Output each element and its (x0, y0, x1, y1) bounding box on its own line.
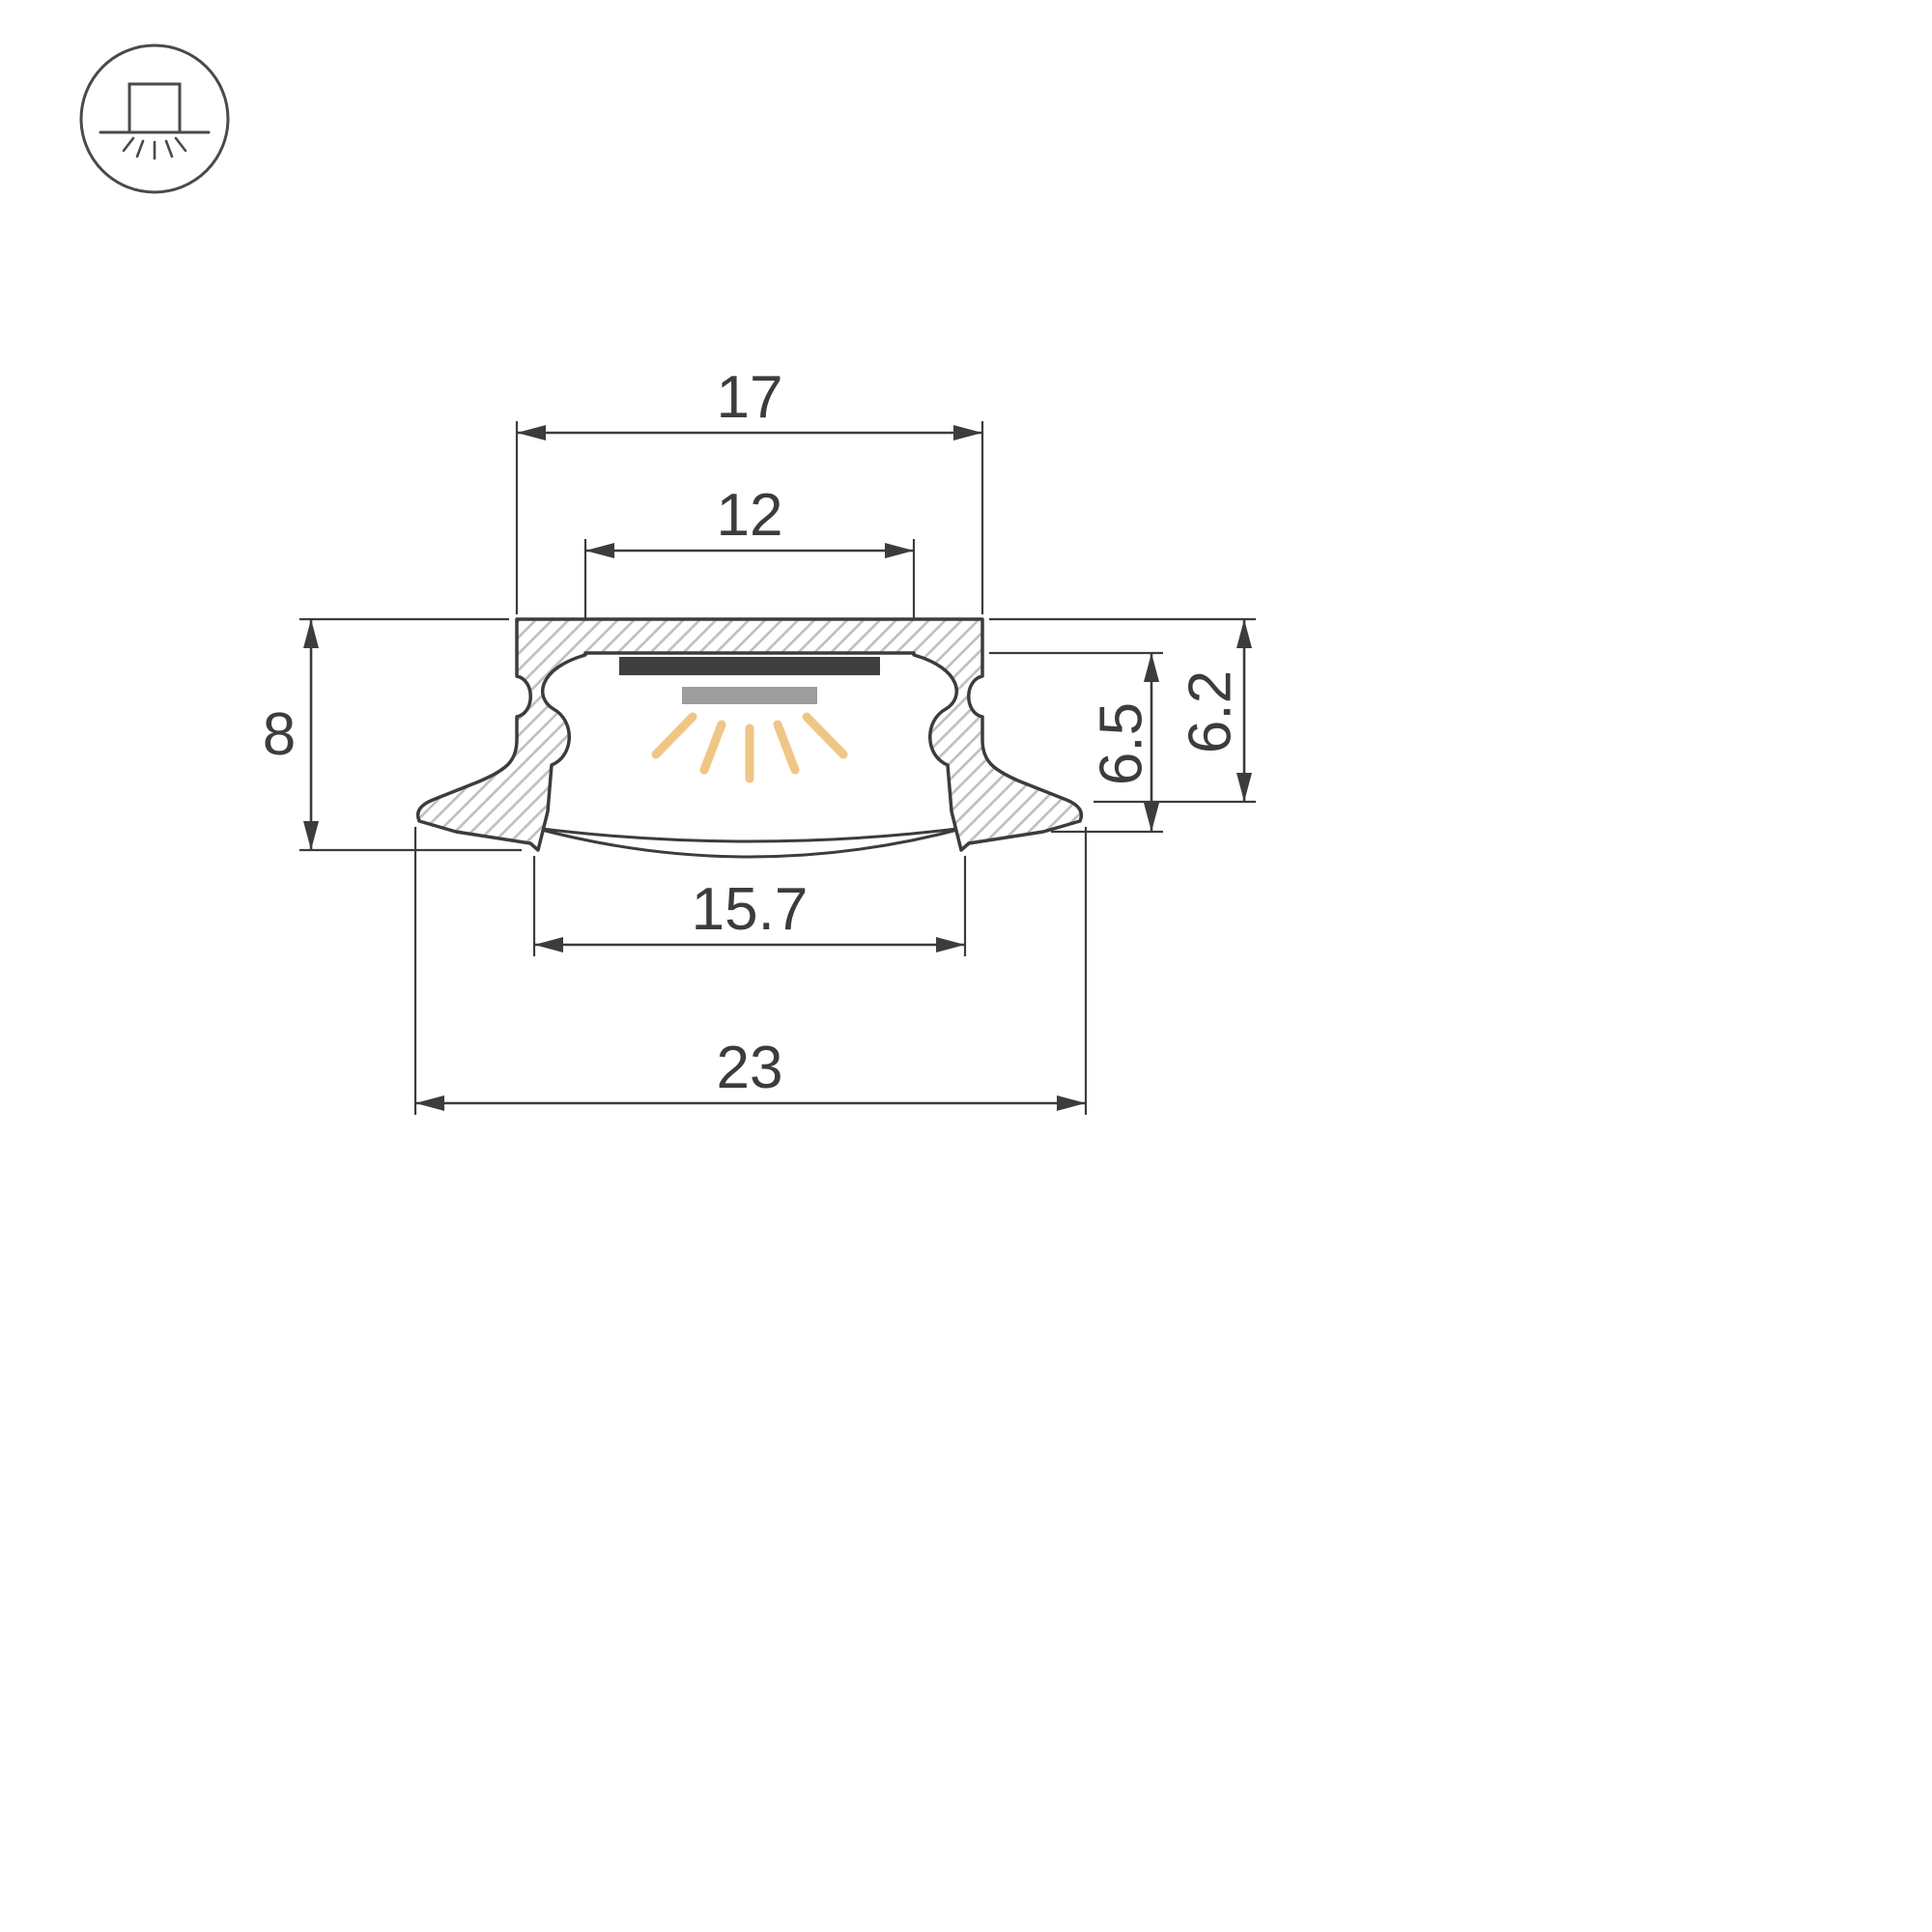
dim-inner-height: 6.5 (989, 651, 1163, 834)
aluminium-body (415, 617, 1084, 852)
icon-ray-right-1 (164, 139, 174, 158)
arrowhead-right (1057, 1095, 1086, 1111)
led-strip (682, 687, 817, 704)
arrowhead-left (517, 425, 546, 440)
dim-opening-width: 12 (583, 482, 916, 618)
arrowhead-top (1236, 619, 1252, 648)
arrowhead-top (1144, 653, 1159, 682)
arrowhead-right (936, 937, 965, 952)
profile-cross-section (415, 617, 1084, 859)
dim-value: 8 (263, 701, 296, 768)
arrowhead-left (534, 937, 563, 952)
dim-diffuser-width: 15.7 (532, 856, 967, 956)
icon-ray-left-2 (122, 136, 135, 153)
dim-recess-depth: 6.2 (989, 617, 1256, 804)
arrowhead-top (303, 619, 319, 648)
icon-light-rays (122, 136, 187, 160)
dim-value: 17 (717, 364, 783, 431)
arrowhead-bottom (1236, 773, 1252, 802)
dim-value: 23 (717, 1035, 783, 1101)
arrowhead-left (415, 1095, 444, 1111)
dim-top-width: 17 (515, 364, 984, 614)
ray-left-1 (699, 720, 726, 775)
dim-overall-width: 23 (413, 827, 1088, 1115)
dim-value: 6.2 (1178, 670, 1244, 753)
ray-right-1 (773, 720, 800, 775)
icon-fixture-box (128, 82, 182, 134)
arrowhead-bottom (303, 821, 319, 850)
arrowhead-bottom (1144, 803, 1159, 832)
arrowhead-right (953, 425, 982, 440)
ray-right-2 (802, 712, 848, 759)
light-rays (651, 712, 848, 783)
recessed-downlight-icon (79, 43, 230, 194)
pcb-bar (619, 657, 880, 675)
arrowhead-right (885, 543, 914, 558)
diffuser-lens (532, 826, 967, 859)
icon-ray-left-1 (135, 139, 145, 158)
icon-ray-right-2 (174, 136, 187, 153)
dim-height: 8 (263, 617, 522, 852)
dim-value: 15.7 (692, 876, 809, 943)
icon-circle (79, 43, 230, 194)
ray-left-2 (651, 712, 697, 759)
dim-value: 12 (717, 482, 783, 549)
dim-value: 6.5 (1089, 702, 1155, 785)
arrowhead-left (585, 543, 614, 558)
